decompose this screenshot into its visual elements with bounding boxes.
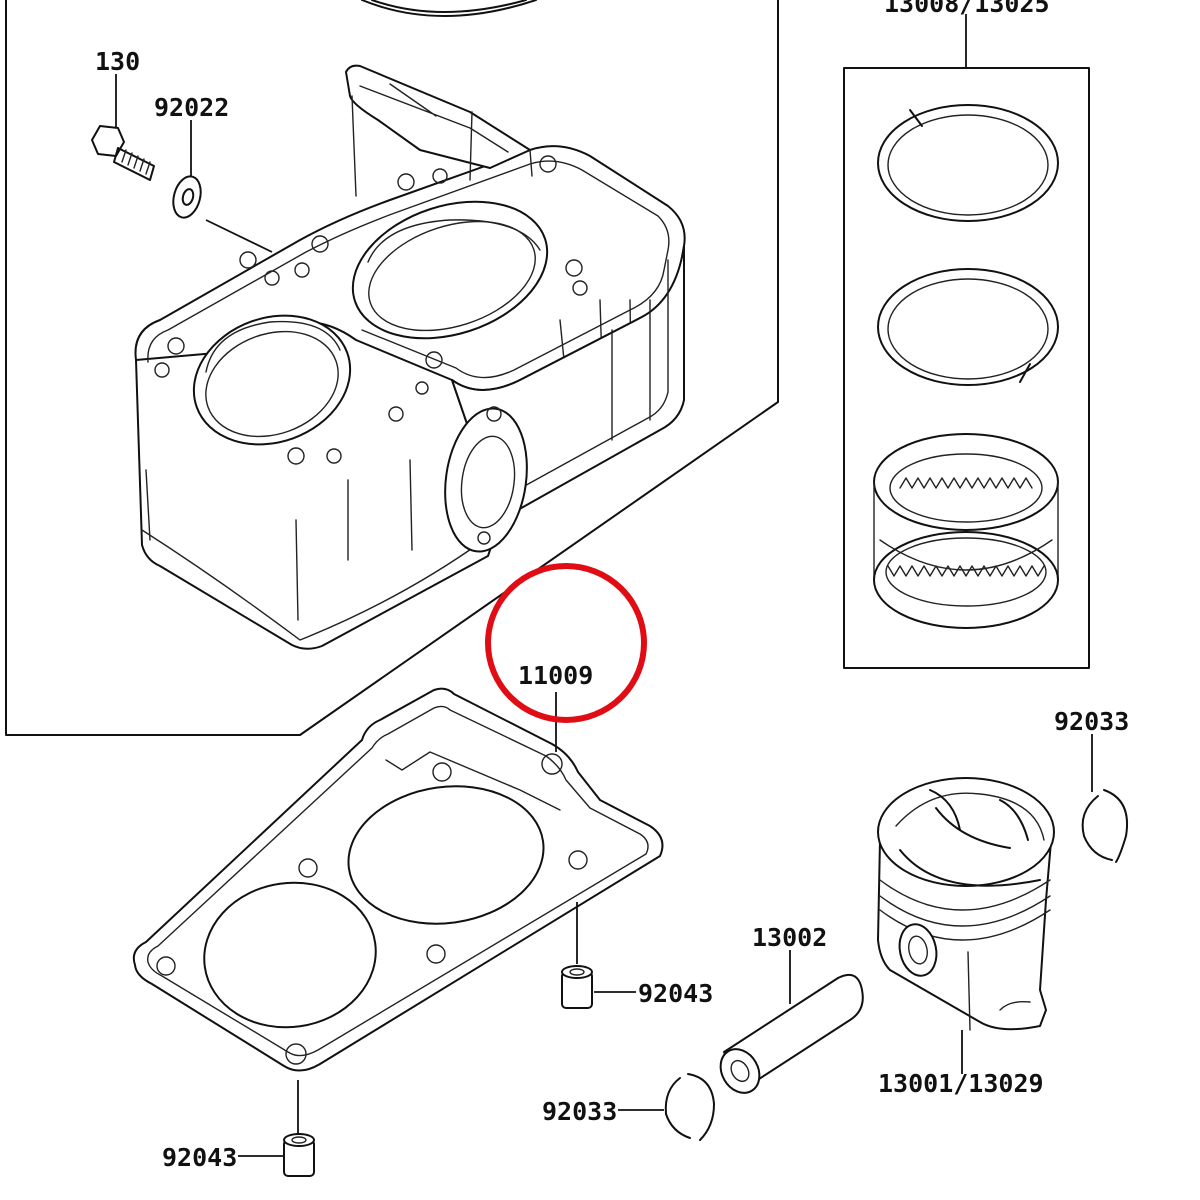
circlip-bottom[interactable] xyxy=(664,1073,715,1141)
dowel-pin-lower[interactable] xyxy=(283,1080,315,1177)
bolt-130[interactable] xyxy=(91,125,155,181)
cylinder-section-frame xyxy=(5,0,779,736)
piston-ring-second[interactable] xyxy=(877,268,1059,386)
ring-set-frame xyxy=(843,67,1090,669)
label-ring-set[interactable]: 13008/13025 xyxy=(884,0,1050,18)
label-dowel-lower[interactable]: 92043 xyxy=(162,1143,237,1172)
label-gasket[interactable]: 11009 xyxy=(518,661,593,690)
highlight-circle-11009 xyxy=(485,563,647,723)
oring-top xyxy=(361,0,537,17)
label-piston[interactable]: 13001/13029 xyxy=(878,1069,1044,1098)
cylinder-block[interactable] xyxy=(134,64,686,650)
label-piston-pin[interactable]: 13002 xyxy=(752,923,827,952)
piston-pin-13002[interactable] xyxy=(713,974,864,1100)
head-gasket-11009[interactable] xyxy=(132,687,664,1072)
leader-washer-to-cylinder xyxy=(205,219,273,253)
label-dowel-upper[interactable]: 92043 xyxy=(638,979,713,1008)
label-circlip-right[interactable]: 92033 xyxy=(1054,707,1129,736)
label-washer[interactable]: 92022 xyxy=(154,93,229,122)
label-bolt[interactable]: 130 xyxy=(95,47,140,76)
oil-ring-assembly[interactable] xyxy=(873,433,1059,629)
label-circlip-bottom[interactable]: 92033 xyxy=(542,1097,617,1126)
circlip-right[interactable] xyxy=(1081,789,1128,863)
washer-92022[interactable] xyxy=(169,173,205,220)
piston-13001[interactable] xyxy=(877,777,1055,1031)
piston-ring-top[interactable] xyxy=(877,104,1059,222)
dowel-pin-upper[interactable] xyxy=(561,902,593,1009)
